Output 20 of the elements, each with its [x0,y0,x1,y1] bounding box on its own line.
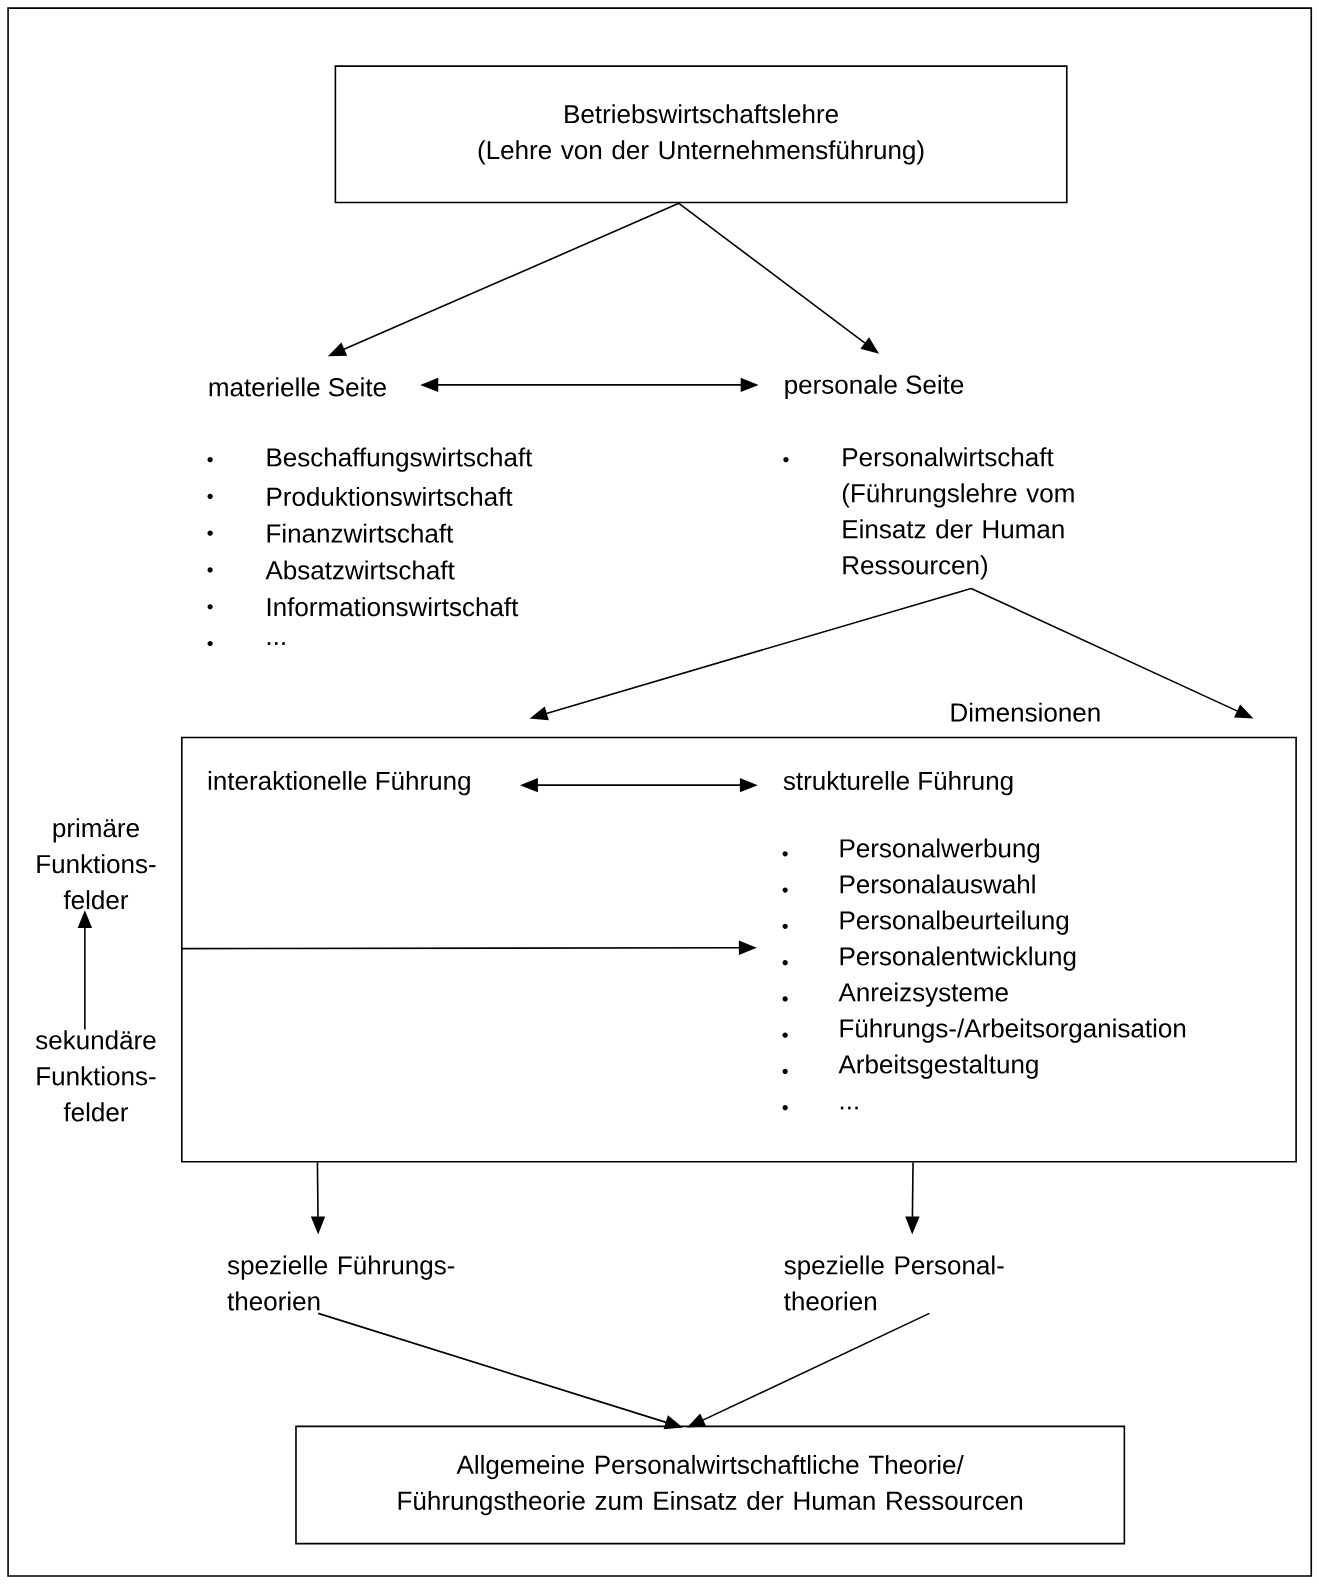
list-item: Produktionswirtschaft [267,486,513,506]
list-item: Informationswirtschaft [267,597,518,617]
branch-label: strukturelle Führung [783,771,1013,796]
branch-label: personale Seite [785,374,964,400]
branch-label: materielle Seite [209,377,386,397]
list-item: Finanzwirtschaft [267,523,453,543]
bullet-list: Personalwerbung Personalauswahl Personalbeurteilung Personalentwicklung Anreizsysteme Führungs-/Arbeitsorganisation Arbeitsgestaltung ... [838,838,1185,1110]
result-box: Allgemeine Personalwirtschaftliche Theorie/ Führungstheorie zum Einsatz der Human Ressourcen [295,1425,1125,1545]
list-item: Absatzwirtschaft [265,560,455,580]
theory-label: spezielle Führungs- theorien [227,1255,455,1311]
side-label: sekundäre Funktions- felder [35,1030,156,1122]
title-box: Betriebswirtschaftslehre (Lehre von der Unternehmensführung) [334,65,1068,204]
group-heading: Dimensionen [951,702,1100,722]
branch-label: interaktionelle Führung [208,771,470,796]
group-box [180,702,1297,1163]
side-label: primäre Funktions- felder [37,818,156,910]
list-item: ... [267,642,285,645]
list-text: Personalwirtschaft (Führungslehre vom Einsatz der Human Ressourcen) [842,447,1074,580]
list-item: Beschaffungswirtschaft [267,447,533,472]
theory-label: spezielle Personal- theorien [783,1255,1004,1311]
